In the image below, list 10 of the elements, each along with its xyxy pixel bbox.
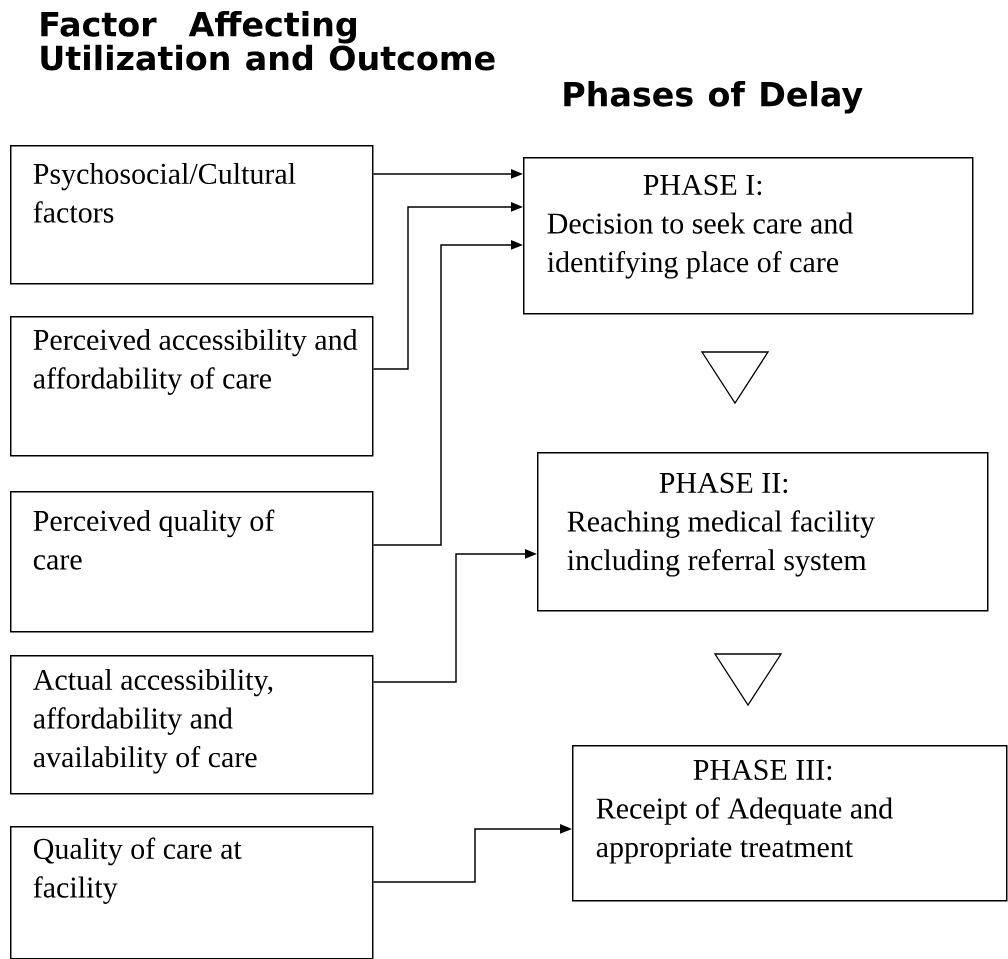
factor-box: Actual accessibility, affordability and availability of care — [10, 655, 374, 795]
factor-box: Perceived accessibility and affordability of care — [10, 316, 374, 457]
phase-box: PHASE III: Receipt of Adequate and appropriate treatment — [572, 745, 1008, 902]
phase-box: PHASE I: Decision to seek care and identifying place of care — [523, 157, 974, 315]
factor-box: Psychosocial/Cultural factors — [10, 145, 374, 285]
factor-box: Perceived quality of care — [10, 491, 374, 633]
column-heading: Phases of Delay — [564, 80, 863, 114]
factor-box: Quality of care at facility — [10, 826, 374, 959]
phase-box: PHASE II: Reaching medical facility including referral system — [537, 452, 989, 612]
column-heading: Factor Affecting Utilization and Outcome — [41, 10, 495, 71]
